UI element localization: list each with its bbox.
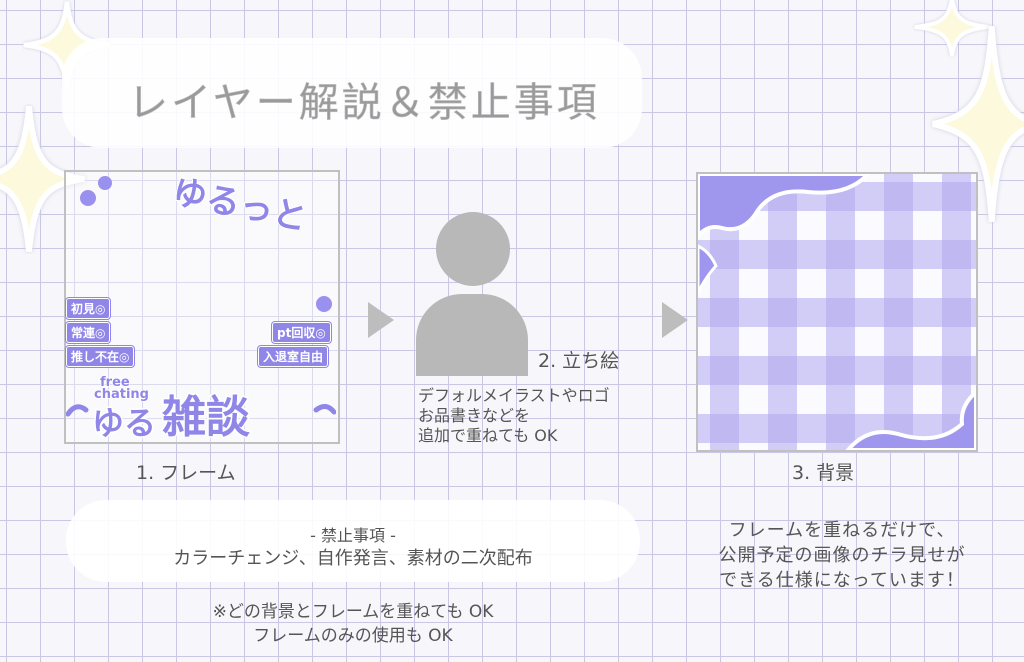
right-note-line-3: できる仕様になっています！ [719,570,965,591]
frame-logo-top: ゆるっと [168,171,311,240]
sparkle-top-right-icon [914,0,990,57]
rules-text: カラーチェンジ、自作発言、素材の二次配布 [173,548,533,569]
frame-logo-main-1: ゆる [92,404,156,440]
frame-logo-top-text: ゆるっと [169,172,310,239]
tag-regulars: 常連◎ [66,322,111,343]
silhouette-head [436,212,510,286]
tag-free-entry: 入退室自由 [258,346,329,367]
usage-note-2: フレームのみの使用も OK [253,626,453,646]
right-note-line-2: 公開予定の画像のチラ見せが [718,545,966,566]
frame-logo-small-1: free [100,375,130,390]
right-note: フレームを重ねるだけで、 公開予定の画像のチラ見せが できる仕様になっています！ [682,518,1002,593]
frame-logo-main-2: 雑談 [161,392,250,440]
standing-desc-line-2: お品書きなどを [418,406,531,425]
frame-logo-small-2: chating [94,387,149,402]
page-title: レイヤー解説＆禁止事項 [128,80,600,127]
title-panel [62,38,642,148]
frame-dot-1 [80,190,96,206]
tag-first-visit: 初見◎ [66,298,111,319]
tag-pt-collect: pt回収◎ [272,322,331,343]
standing-desc-line-1: デフォルメイラストやロゴ [418,386,610,405]
rules-heading: - 禁止事項 - [310,526,396,545]
frame-dot-2 [98,176,112,190]
caption-background: 3. 背景 [792,462,855,484]
sparkle-right-icon [932,26,1024,222]
silhouette-body [416,294,528,376]
rules-panel [66,500,640,582]
right-note-line-1: フレームを重ねるだけで、 [728,520,956,541]
arrow-right-icon [662,302,688,338]
usage-notes: ※どの背景とフレームを重ねても OK フレームのみの使用も OK [66,600,640,648]
caption-standing: 2. 立ち絵 [538,350,620,372]
standing-desc-line-3: 追加で重ねても OK [418,426,558,445]
frame-dot-3 [316,296,332,312]
caption-frame: 1. フレーム [136,462,236,484]
arrow-right-icon [368,302,394,338]
usage-note-1: ※どの背景とフレームを重ねても OK [212,602,494,622]
tag-no-oshi: 推し不在◎ [66,346,135,367]
background-preview [696,172,978,452]
standing-description: デフォルメイラストやロゴ お品書きなどを 追加で重ねても OK [418,386,610,446]
sparkle-left-icon [0,106,85,252]
frame-logo-main: free chating ゆる 雑談 [66,374,336,440]
